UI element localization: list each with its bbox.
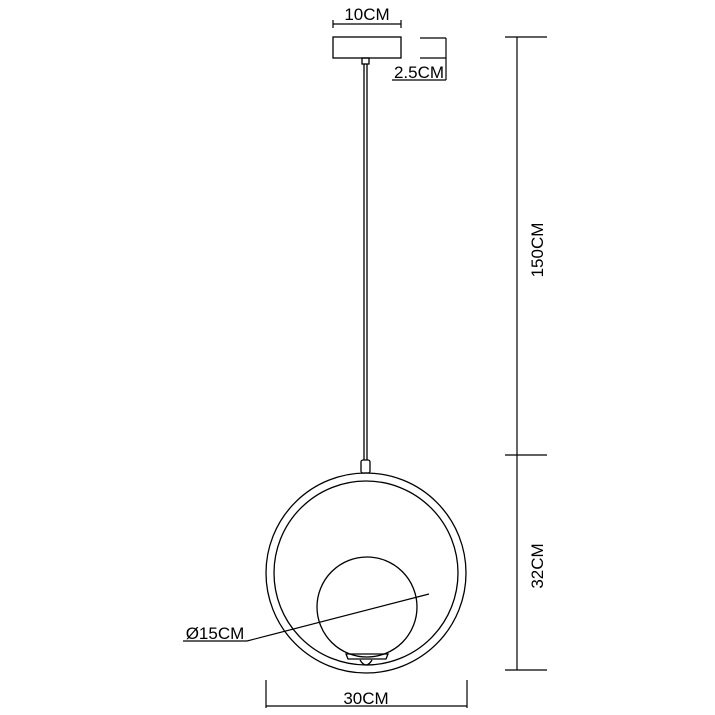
cable-length-label: 150CM bbox=[528, 223, 547, 278]
globe-diameter-label: Ø15CM bbox=[186, 624, 245, 643]
globe-holder bbox=[345, 653, 389, 660]
fixture-width-label: 30CM bbox=[343, 689, 388, 708]
lamp bbox=[265, 36, 467, 674]
canopy-connector bbox=[361, 57, 370, 65]
glass-globe bbox=[316, 556, 418, 658]
bottom-connector bbox=[359, 659, 373, 666]
canopy-height-label: 2.5CM bbox=[394, 63, 444, 82]
dimension-lines bbox=[183, 20, 547, 708]
fixture-height-label: 32CM bbox=[528, 543, 547, 588]
canopy-width-label: 10CM bbox=[344, 5, 389, 24]
outer-ring bbox=[265, 472, 467, 674]
